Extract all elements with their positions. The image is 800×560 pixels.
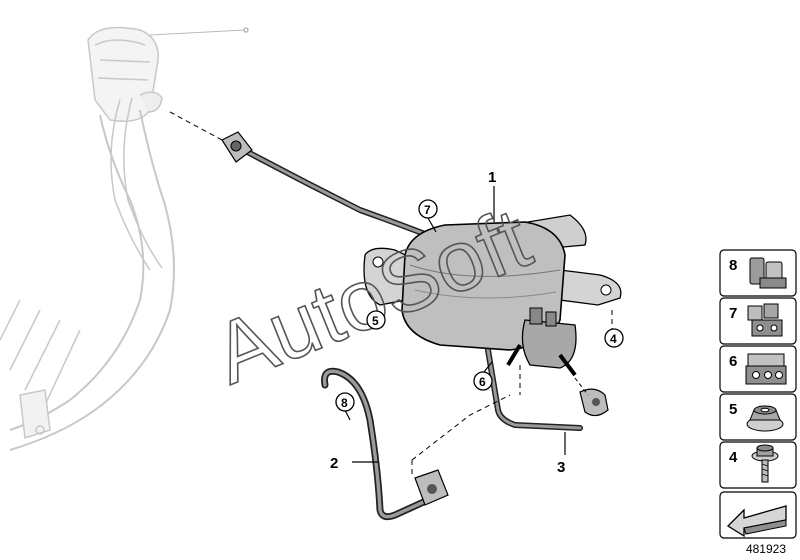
callout-3[interactable]: 3 [557, 459, 565, 476]
hose-fitting-right [574, 377, 609, 417]
back-navigation-button[interactable] [719, 491, 797, 539]
svg-text:7: 7 [729, 305, 737, 322]
leader-dash [169, 111, 223, 141]
hose-clip-triple-icon [747, 303, 783, 337]
nut-icon [746, 405, 784, 432]
callout-4[interactable]: 4 [610, 332, 617, 346]
callout-1[interactable]: 1 [488, 169, 496, 186]
hose-clip-quad-icon [745, 353, 787, 385]
legend-item-7[interactable]: 7 [719, 297, 797, 345]
leader-lines [343, 186, 566, 463]
callout-7[interactable]: 7 [424, 203, 431, 217]
legend-item-4[interactable]: 4 [719, 441, 797, 489]
svg-text:5: 5 [729, 401, 737, 418]
svg-text:4: 4 [729, 449, 738, 466]
fuel-filler-neck [0, 26, 249, 451]
callout-8[interactable]: 8 [341, 396, 348, 410]
svg-text:6: 6 [729, 353, 737, 370]
callout-5[interactable]: 5 [372, 314, 379, 328]
leader-dashes [411, 310, 613, 478]
legend-item-6[interactable]: 6 [719, 345, 797, 393]
callout-6[interactable]: 6 [479, 375, 486, 389]
callout-2[interactable]: 2 [330, 455, 338, 472]
legend-item-8[interactable]: 8 [719, 249, 797, 297]
hose-clip-double-icon [749, 257, 787, 289]
bolt-icon [751, 444, 779, 483]
vent-hose-short [321, 367, 449, 521]
callouts: 1 2 3 4 5 6 7 8 [330, 169, 624, 476]
arrow-back-icon [726, 505, 787, 538]
diagram-number: 481923 [745, 542, 786, 556]
charcoal-canister [363, 214, 622, 377]
parts-legend: 8 7 6 [719, 249, 797, 539]
svg-text:8: 8 [729, 257, 737, 274]
legend-item-5[interactable]: 5 [719, 393, 797, 441]
